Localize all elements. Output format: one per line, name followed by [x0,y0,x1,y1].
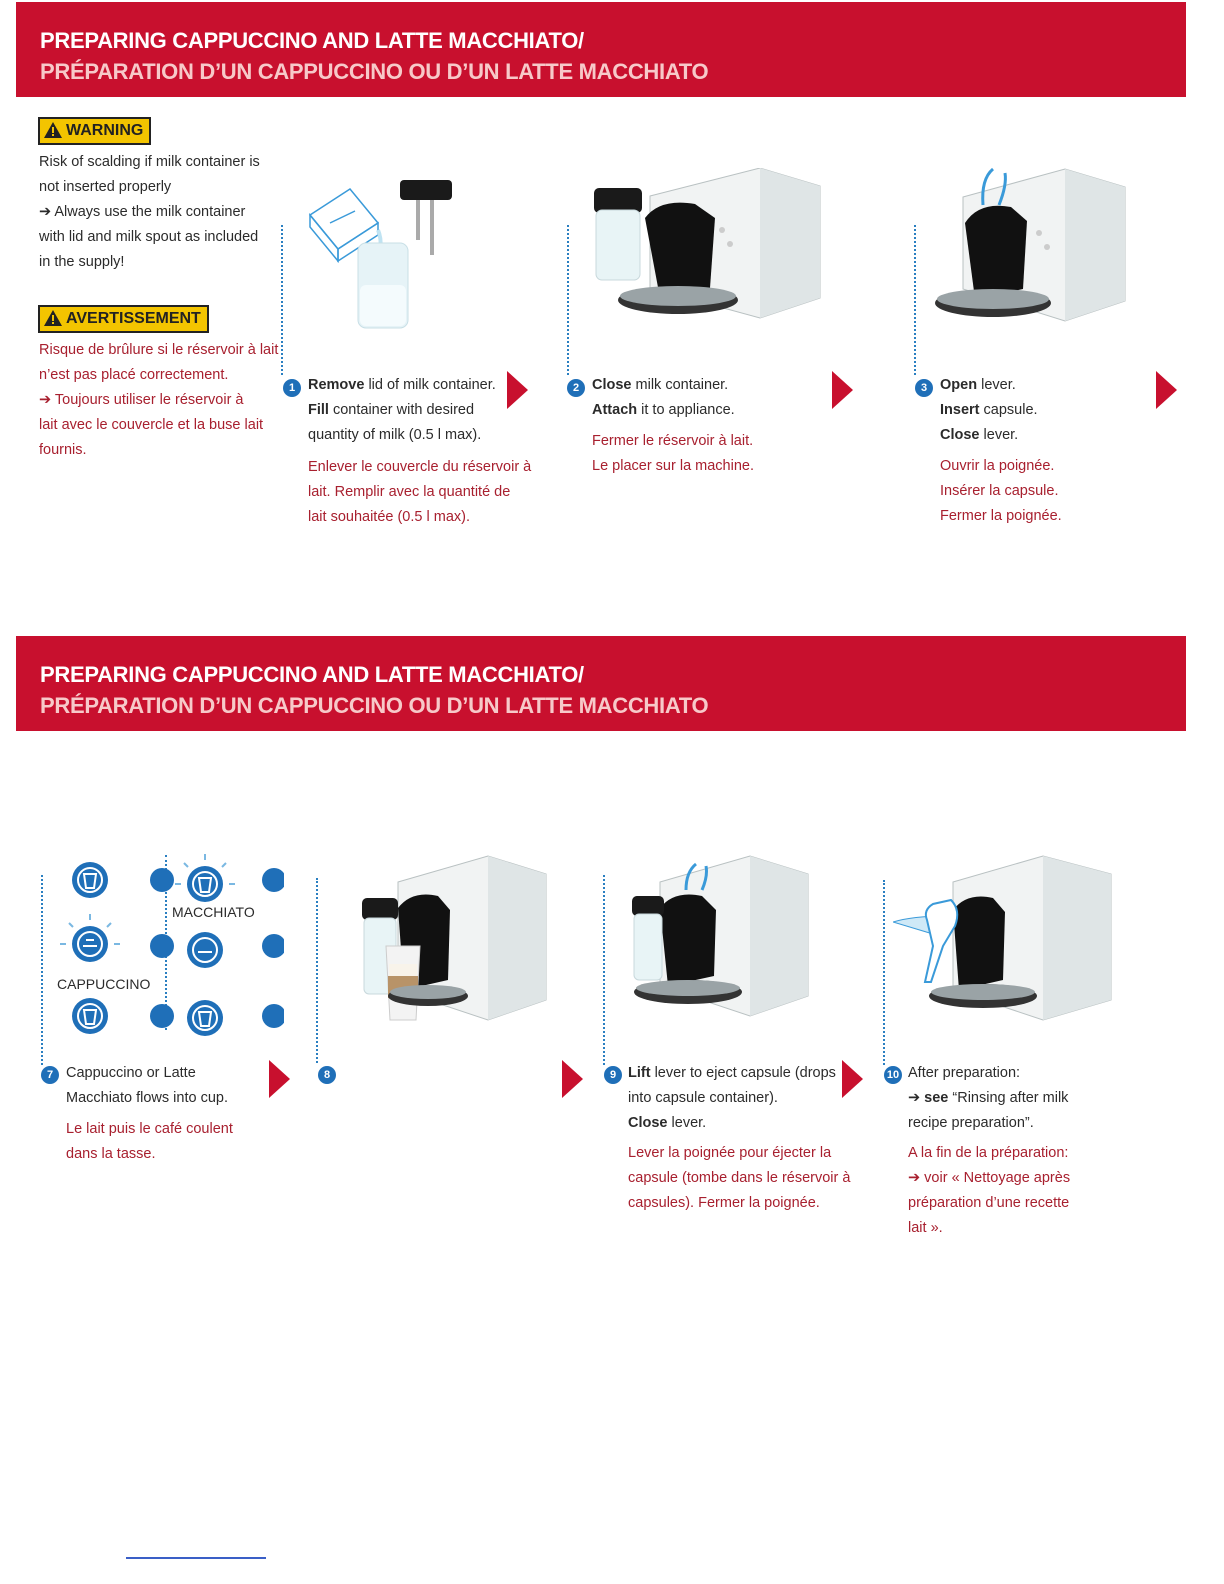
next-arrow-icon [842,1060,863,1098]
step-2-text-fr: Fermer le réservoir à lait. Le placer su… [592,433,754,474]
cappuccino-button-label: CAPPUCCINO [57,976,151,992]
step-1-text-fr: Enlever le couvercle du réservoir à lait… [308,459,532,525]
machine-insert-capsule-illustration [935,167,1126,322]
step-number-2: 2 [567,379,585,397]
avertissement-label: AVERTISSEMENT [66,310,201,327]
step-number-1: 1 [283,379,301,397]
machine-pouring-cup-illustration [362,855,547,1021]
step-number-7: 7 [41,1066,59,1084]
footer-rule [126,1557,266,1559]
step-1-text-en: Remove lid of milk container. Fill conta… [308,377,496,443]
step-7-text-en: Cappuccino or Latte Macchiato flows into… [66,1065,228,1106]
macchiato-button-label: MACCHIATO [172,904,255,920]
machine-rinsing-illustration [893,855,1112,1021]
avertissement-text: Risque de brûlure si le réservoir à lait… [39,342,279,458]
section-title-en: PREPARING CAPPUCCINO AND LATTE MACCHIATO… [40,662,584,687]
step-2-text-en: Close milk container. Attach it to appli… [592,377,735,418]
section-header-top: PREPARING CAPPUCCINO AND LATTE MACCHIATO… [16,2,1186,97]
button-panel-illustration [60,854,284,1036]
next-arrow-icon [269,1060,290,1098]
step-number-3: 3 [915,379,933,397]
step-divider [281,225,283,375]
step-number-10: 10 [884,1066,902,1084]
warning-triangle-icon [44,122,62,138]
warning-label: WARNING [66,122,144,139]
warning-badge: WARNING [38,117,152,145]
section-title-en: PREPARING CAPPUCCINO AND LATTE MACCHIATO… [40,28,584,53]
section-header-bottom: PREPARING CAPPUCCINO AND LATTE MACCHIATO… [16,636,1186,731]
warning-triangle-icon [44,310,62,326]
step-number-9: 9 [604,1066,622,1084]
step-3-text-en: Open lever. Insert capsule. Close lever. [940,377,1038,443]
machine-lift-lever-illustration [632,855,809,1017]
next-arrow-icon [832,371,853,409]
step-divider [883,880,885,1065]
step-9-text-fr: Lever la poignée pour éjecter la capsule… [628,1145,851,1211]
step-divider [316,878,318,1063]
machine-with-milk-container-illustration [594,168,821,319]
next-arrow-icon [507,371,528,409]
warning-text: Risk of scalding if milk container is no… [39,154,260,270]
step-10-text-en: After preparation: ➔ see “Rinsing after … [908,1065,1069,1131]
step-divider [567,225,569,375]
step-10-text-fr: A la fin de la préparation: ➔ voir « Net… [908,1145,1071,1236]
step-divider [41,875,43,1065]
next-arrow-icon [562,1060,583,1098]
step-divider [914,225,916,375]
next-arrow-icon [1156,371,1177,409]
step-3-text-fr: Ouvrir la poignée. Insérer la capsule. F… [940,458,1062,524]
section-title-fr: PRÉPARATION D’UN CAPPUCCINO OU D’UN LATT… [40,693,709,718]
step-9-text-en: Lift lever to eject capsule (drops into … [628,1065,836,1131]
step-7-text-fr: Le lait puis le café coulent dans la tas… [66,1121,233,1162]
avertissement-badge: AVERTISSEMENT [38,305,209,333]
step-number-8: 8 [318,1066,336,1084]
step-divider [603,875,605,1065]
milk-container-illustration [308,180,452,329]
section-title-fr: PRÉPARATION D’UN CAPPUCCINO OU D’UN LATT… [40,59,709,84]
